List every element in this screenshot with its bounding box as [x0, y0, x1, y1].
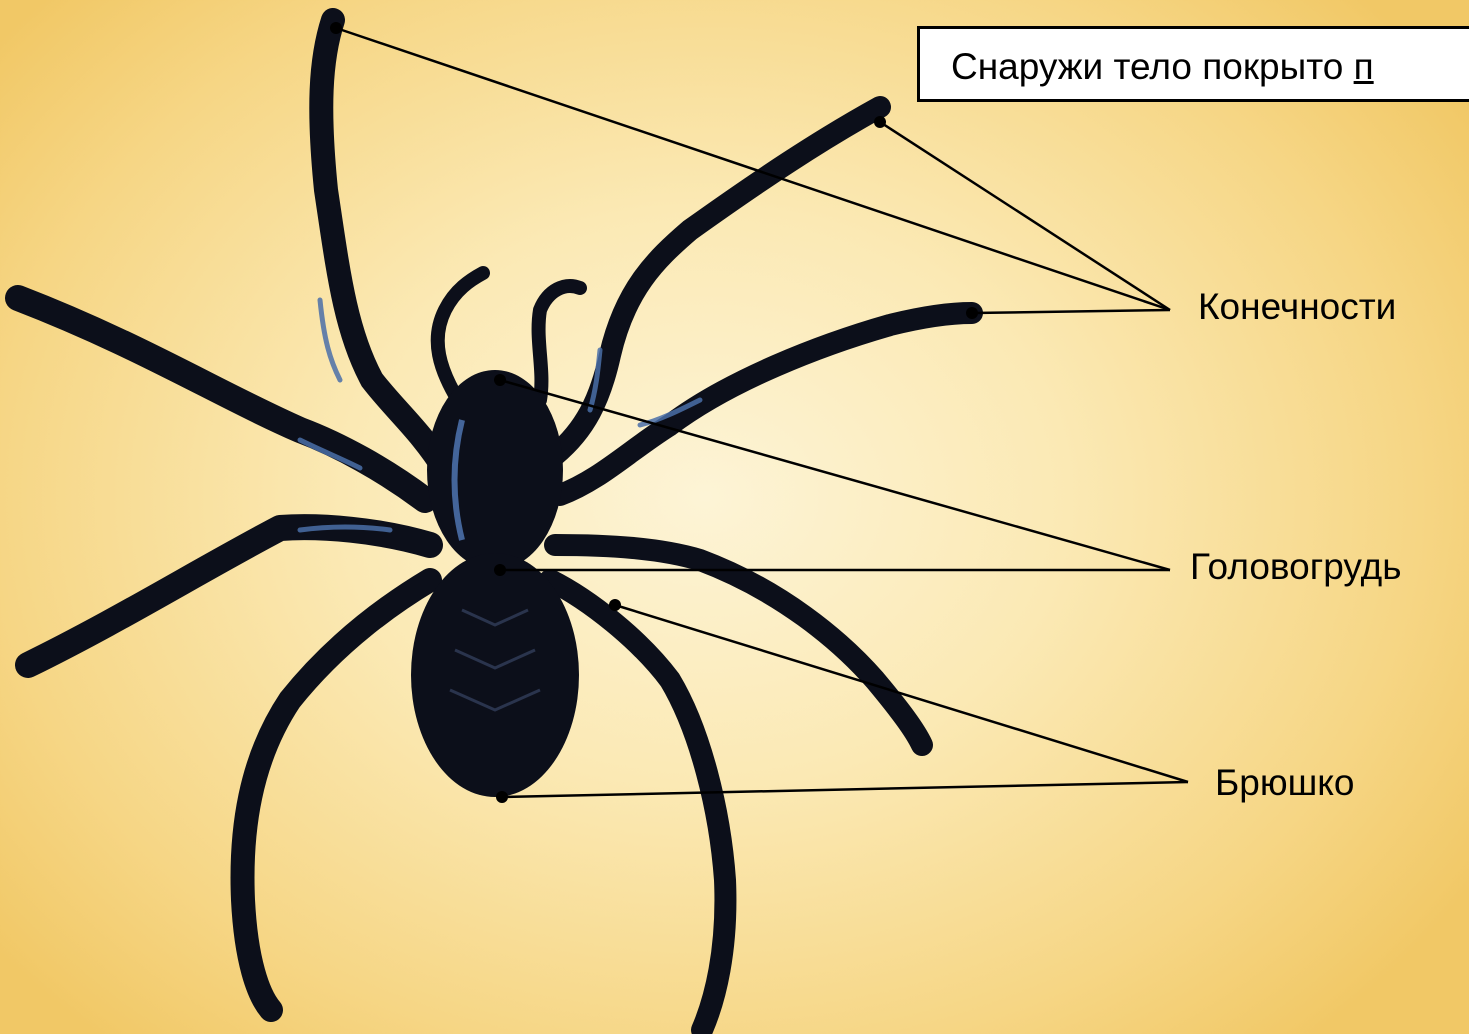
leg-right-middle — [555, 545, 922, 745]
leader-limb-2 — [880, 122, 1170, 310]
spider-cephalothorax — [427, 370, 563, 570]
label-limbs: Конечности — [1198, 288, 1396, 325]
leg-left-middle — [28, 527, 430, 665]
spider-abdomen — [411, 553, 579, 797]
spider-illustration — [18, 20, 972, 1030]
callout-box: Снаружи тело покрыто п — [917, 26, 1469, 102]
callout-text: Снаружи тело покрыто — [951, 46, 1354, 87]
leg-left-back — [243, 580, 430, 1010]
leg-left-upper — [18, 298, 425, 500]
leader-limb-3 — [972, 310, 1170, 313]
leader-abd-2 — [502, 782, 1188, 797]
label-cephalothorax: Головогрудь — [1190, 548, 1402, 585]
leg-left-front — [321, 20, 445, 470]
pedipalp-right — [539, 286, 580, 400]
label-abdomen: Брюшко — [1215, 764, 1354, 801]
callout-text-tail: п — [1354, 46, 1374, 87]
